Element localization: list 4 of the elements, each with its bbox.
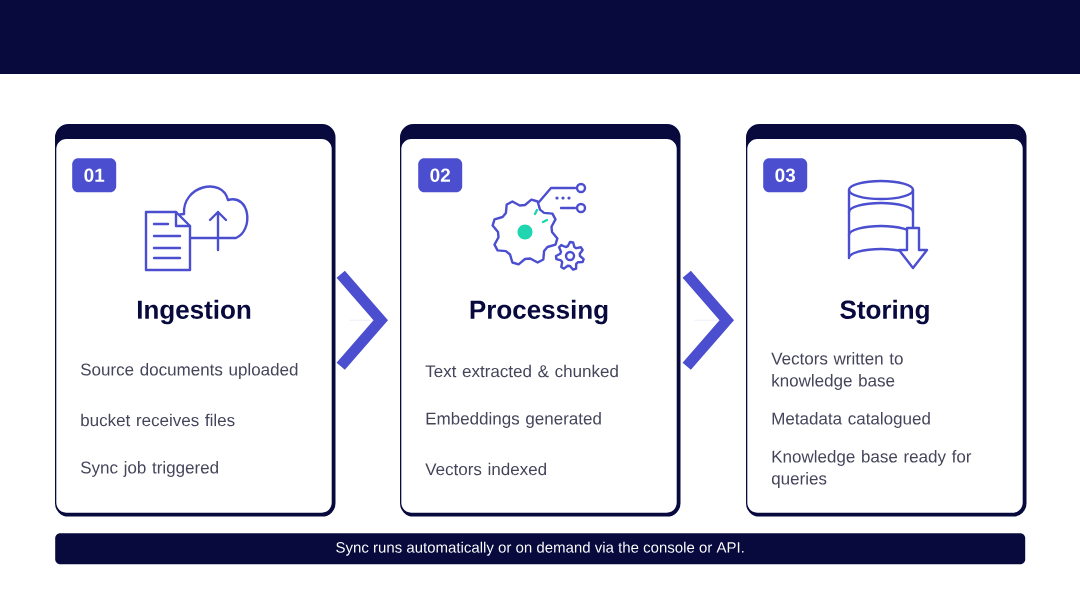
step-number-badge: 02 bbox=[418, 158, 463, 193]
step-number-badge: 03 bbox=[763, 158, 808, 193]
step-number-badge: 01 bbox=[72, 158, 117, 193]
note-banner: Sync runs automatically or on demand via the console or API. bbox=[55, 533, 1026, 565]
